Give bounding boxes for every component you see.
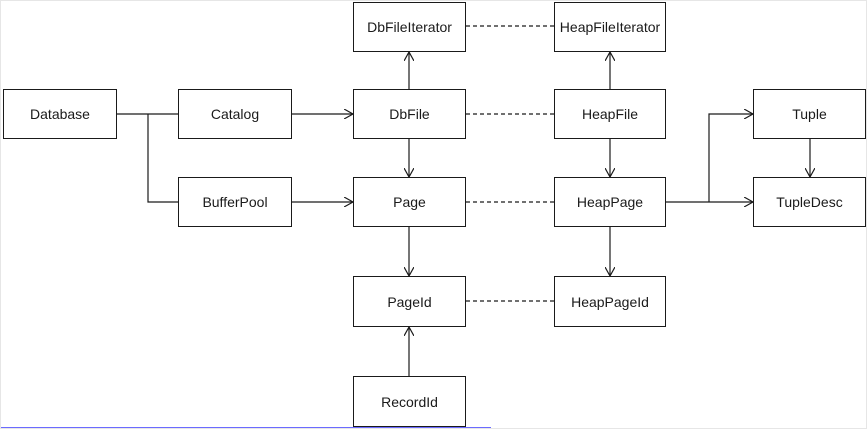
node-pageid-label: PageId xyxy=(387,293,432,310)
edge-heappage-tuple xyxy=(708,114,753,202)
node-recordid-label: RecordId xyxy=(381,393,438,410)
node-heapfileiterator-label: HeapFileIterator xyxy=(559,19,661,35)
node-tupledesc: TupleDesc xyxy=(753,177,866,227)
bottom-accent-bar xyxy=(1,427,491,428)
node-bufferpool-label: BufferPool xyxy=(202,194,268,210)
node-catalog: Catalog xyxy=(178,89,292,139)
node-bufferpool: BufferPool xyxy=(178,177,292,227)
edge-database-bufferpool xyxy=(147,114,179,203)
node-page-label: Page xyxy=(393,194,426,210)
node-pageid: PageId xyxy=(353,276,466,327)
node-catalog-label: Catalog xyxy=(210,106,260,122)
node-tuple-label: Tuple xyxy=(792,106,827,122)
node-dbfileiterator-label: DbFileIterator xyxy=(367,19,452,35)
node-heappage-label: HeapPage xyxy=(576,194,644,210)
node-heapfile: HeapFile xyxy=(554,89,666,139)
node-heappageid: HeapPageId xyxy=(554,276,666,327)
node-database-label: Database xyxy=(30,106,90,122)
node-page: Page xyxy=(353,177,466,227)
node-dbfileiterator: DbFileIterator xyxy=(353,2,466,52)
node-recordid: RecordId xyxy=(353,376,466,427)
node-heapfile-label: HeapFile xyxy=(581,106,639,122)
node-database: Database xyxy=(3,89,117,139)
node-heappageid-label: HeapPageId xyxy=(571,293,649,310)
node-heapfileiterator: HeapFileIterator xyxy=(554,2,666,52)
node-heappage: HeapPage xyxy=(554,177,666,227)
node-dbfile: DbFile xyxy=(353,89,466,139)
node-tupledesc-label: TupleDesc xyxy=(776,194,843,210)
node-tuple: Tuple xyxy=(753,89,866,139)
node-dbfile-label: DbFile xyxy=(389,106,430,122)
